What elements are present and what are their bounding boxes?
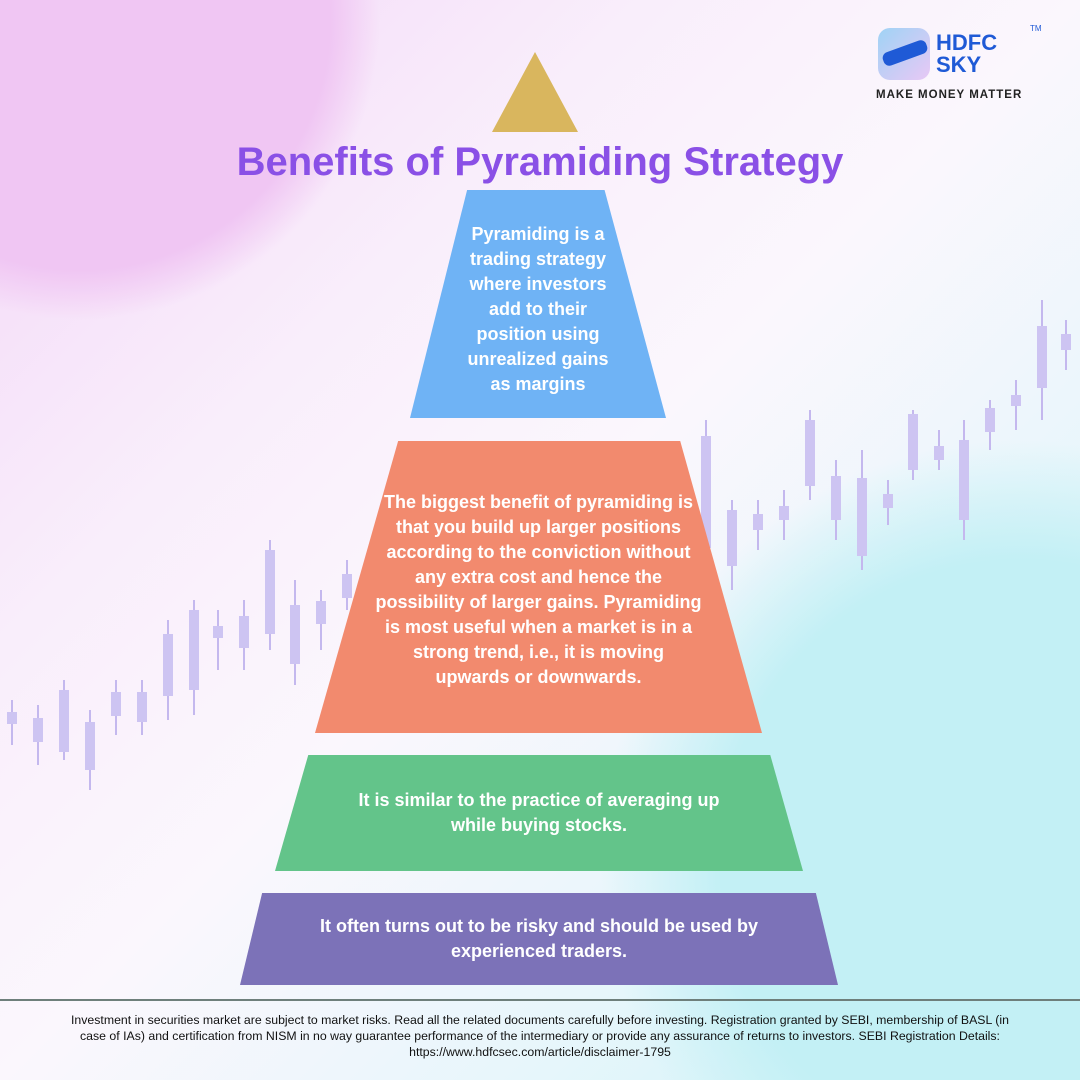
candle-body	[33, 718, 43, 742]
logo-mark-icon	[878, 28, 930, 80]
candle-body	[213, 626, 223, 638]
candle-body	[1061, 334, 1071, 350]
candle-body	[779, 506, 789, 520]
page-title: Benefits of Pyramiding Strategy	[236, 140, 844, 184]
candle-body	[111, 692, 121, 716]
candle-body	[753, 514, 763, 530]
candle-body	[985, 408, 995, 432]
candle-body	[163, 634, 173, 696]
pyramid-tier-2: The biggest benefit of pyramiding is tha…	[315, 441, 762, 733]
candle-body	[883, 494, 893, 508]
candle-body	[727, 510, 737, 566]
candle-body	[239, 616, 249, 648]
candle-body	[908, 414, 918, 470]
candle-body	[342, 574, 352, 598]
disclaimer: Investment in securities market are subj…	[71, 1013, 1009, 1059]
candle-body	[1037, 326, 1047, 388]
candle-body	[85, 722, 95, 770]
pyramid-tier-3: It is similar to the practice of averagi…	[275, 755, 803, 871]
candle-body	[831, 476, 841, 520]
pyramid-tier-4: It often turns out to be risky and shoul…	[240, 893, 838, 985]
candle-body	[137, 692, 147, 722]
footer-divider	[0, 999, 1080, 1001]
logo-line-2: SKY	[936, 52, 982, 77]
candle-body	[316, 601, 326, 624]
candle-body	[1011, 395, 1021, 406]
candle-body	[701, 436, 711, 548]
candle-body	[959, 440, 969, 520]
candle-body	[290, 605, 300, 664]
candle-body	[934, 446, 944, 460]
candle-body	[189, 610, 199, 690]
candle-body	[857, 478, 867, 556]
candle-body	[7, 712, 17, 724]
logo-line-1: HDFC	[936, 30, 998, 55]
trademark: TM	[1030, 24, 1042, 33]
candle-body	[265, 550, 275, 634]
candle-body	[59, 690, 69, 752]
candle-body	[805, 420, 815, 486]
tagline: MAKE MONEY MATTER	[876, 89, 1023, 101]
